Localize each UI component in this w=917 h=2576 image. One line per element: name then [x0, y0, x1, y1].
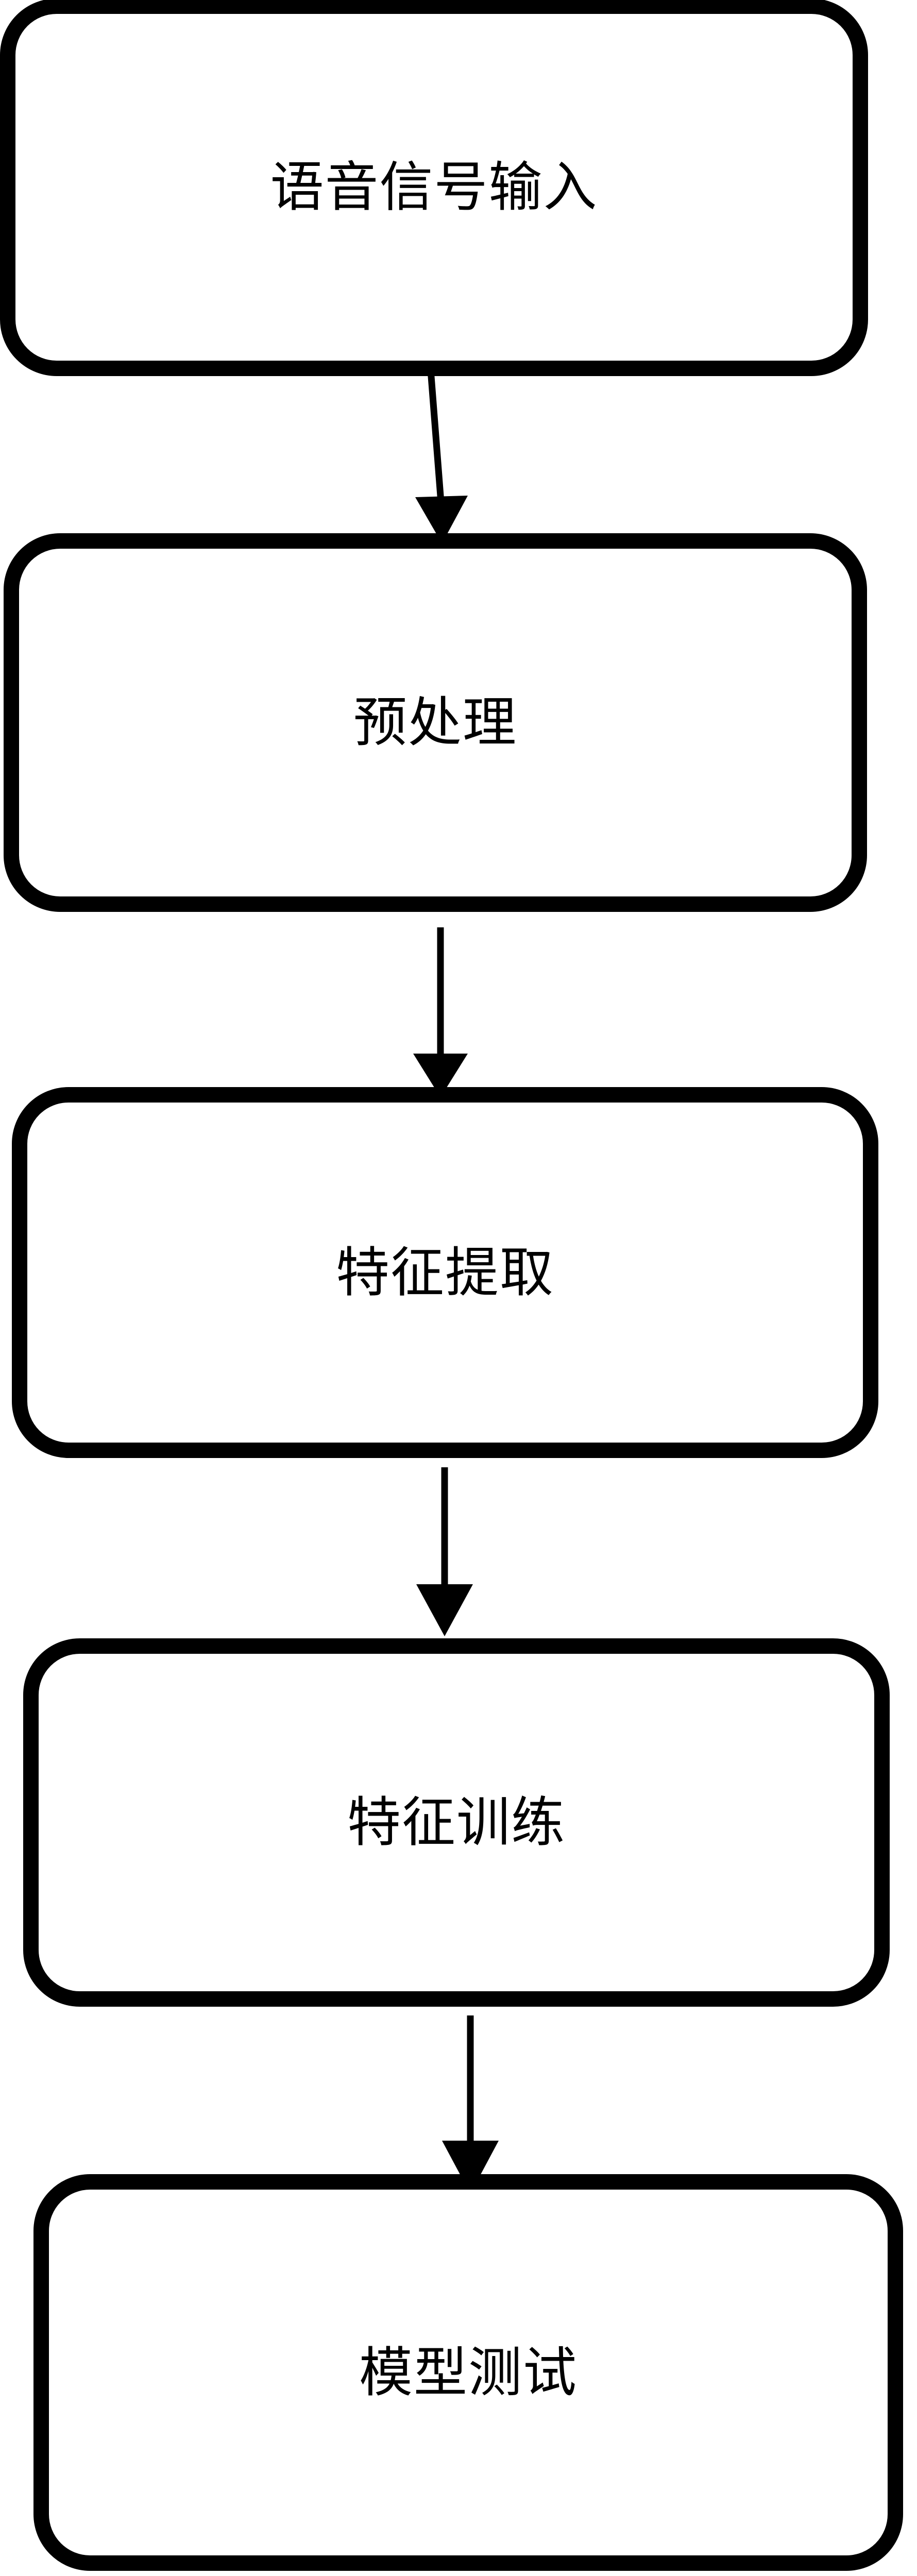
node-shape-speech-signal-input[interactable] — [0, 0, 868, 376]
edge-line-1 — [427, 363, 445, 503]
edge-feature-training-to-model-test — [442, 2015, 499, 2194]
edge-input-to-preprocess — [415, 363, 468, 544]
edge-preprocess-to-feature-extraction — [413, 927, 468, 1097]
node-shape-feature-extraction[interactable] — [12, 1087, 878, 1458]
node-shape-feature-training[interactable] — [23, 1638, 890, 2007]
arrowhead-icon-2 — [413, 1054, 468, 1097]
node-shape-preprocessing[interactable] — [4, 533, 867, 912]
edge-group — [413, 363, 499, 2194]
node-shape-model-test[interactable] — [33, 2174, 903, 2571]
arrowhead-icon-3 — [416, 1584, 473, 1636]
arrowhead-icon-1 — [415, 496, 468, 544]
arrowhead-icon-4 — [442, 2141, 499, 2194]
edge-feature-extraction-to-feature-training — [416, 1467, 473, 1636]
